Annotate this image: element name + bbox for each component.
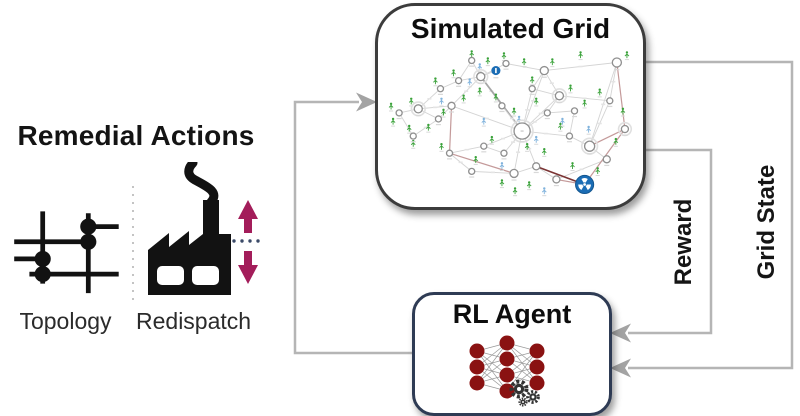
reward-label: Reward [670,198,697,286]
topology-label: Topology [19,308,112,334]
reward-arrowhead-icon [610,323,631,343]
grid-state-label: Grid State [753,164,780,280]
rl-agent-box: RL Agent [412,292,612,416]
simulated-grid-box: Simulated Grid [375,3,646,210]
action-arrow-line [293,100,412,355]
action-arrowhead-icon [356,92,377,112]
grid-state-arrow-line [628,60,794,370]
up-arrow-icon [238,200,258,233]
power-grid-network-icon [388,50,633,197]
remedial-actions-heading: Remedial Actions [17,120,255,151]
redispatch-label: Redispatch [136,308,252,334]
action-divider [132,186,134,304]
factory-redispatch-icon [142,158,237,302]
neural-network-gears-icon [469,335,545,407]
reward-arrow-line [628,148,713,335]
setpoint-dots-icon [232,239,260,243]
down-arrow-icon [238,251,258,284]
busbar-topology-icon [8,200,123,295]
simulated-grid-title: Simulated Grid [410,13,611,44]
rl-agent-title: RL Agent [452,299,572,329]
grid-state-arrowhead-icon [610,358,631,378]
redispatch-updown-arrows-icon [228,192,268,292]
smoke-icon [184,158,219,207]
